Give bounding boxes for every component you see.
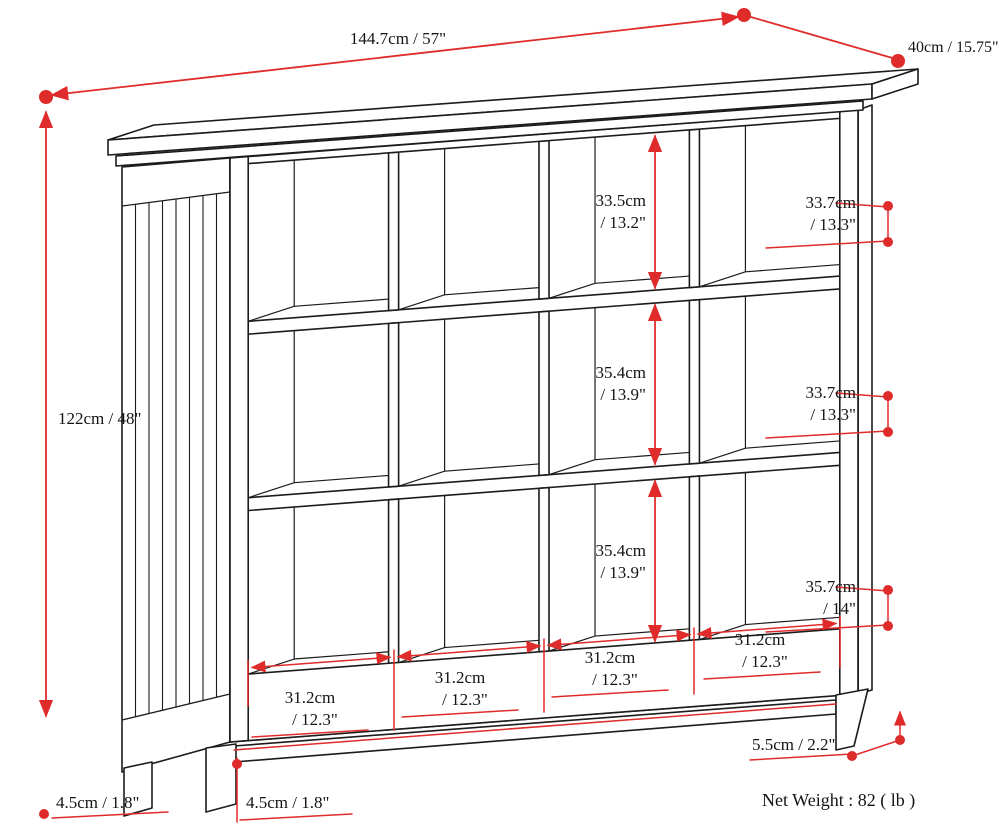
divider-front	[538, 486, 550, 653]
dim-depth-label: 40cm / 15.75"	[908, 39, 999, 56]
dim-cube-width-2	[396, 641, 542, 662]
cube-back-panel	[744, 465, 840, 626]
dim-right1-underline	[765, 240, 889, 249]
crown-right-side	[871, 68, 919, 100]
cube-back-panel	[444, 488, 539, 649]
cube-back-panel	[293, 499, 389, 660]
dim-dot	[39, 90, 53, 104]
dim-cube4-label-in: / 12.3"	[742, 652, 788, 671]
dim-cube2-label-cm: 31.2cm	[435, 668, 486, 687]
divider-front	[387, 151, 400, 312]
front-left-leg	[205, 743, 237, 813]
dim-dot	[883, 391, 893, 401]
dim-right3-label-in: / 14"	[823, 599, 856, 618]
dim-cube2-label-in: / 12.3"	[442, 690, 488, 709]
dim-row1-label-in: / 13.2"	[600, 213, 646, 232]
dim-depth-line	[743, 14, 897, 60]
dim-right1-leader	[835, 202, 889, 208]
dim-dot	[39, 809, 49, 819]
dim-cube3-label-cm: 31.2cm	[585, 648, 636, 667]
cube-back-panel	[444, 311, 539, 472]
cube-floor-edge	[248, 305, 295, 322]
divider-front	[688, 475, 701, 642]
dim-height-label: 122cm / 48"	[58, 409, 141, 428]
dim-dot	[883, 427, 893, 437]
dim-dot	[883, 585, 893, 595]
dim-row3-label-cm: 35.4cm	[595, 541, 646, 560]
right-side-panel	[857, 104, 873, 695]
dim-dot	[891, 54, 905, 68]
dim-cube4-label-cm: 31.2cm	[735, 630, 786, 649]
cube-back-panel	[444, 141, 539, 296]
divider-front	[538, 310, 550, 477]
dim-cube-label-underline	[551, 689, 669, 698]
dim-toe-leader	[851, 739, 901, 757]
cube-back-panel	[594, 300, 690, 461]
dim-leg2-underline	[239, 813, 353, 821]
left-stile	[229, 155, 250, 743]
dim-width-label: 144.7cm / 57"	[350, 29, 446, 48]
dim-right2-underline	[765, 430, 889, 439]
back-left-leg	[123, 761, 153, 817]
cube-floor-edge	[248, 482, 295, 498]
dim-toe-label: 5.5cm / 2.2"	[752, 735, 835, 754]
divider-front	[387, 498, 400, 665]
dim-cube1-label-in: / 12.3"	[292, 710, 338, 729]
cube-floor-edge	[699, 447, 746, 464]
divider-front	[688, 298, 701, 465]
dim-cube-width-1	[250, 652, 392, 673]
dim-cube-label-underline	[703, 671, 821, 680]
cube-floor-edge	[549, 459, 596, 475]
dim-dot	[847, 751, 857, 761]
cube-back-panel	[594, 129, 690, 284]
dim-right1-label-cm: 33.7cm	[805, 193, 856, 212]
dim-row1-label-cm: 33.5cm	[595, 191, 646, 210]
divider-front	[688, 128, 701, 289]
net-weight-label: Net Weight : 82 ( lb )	[762, 790, 915, 811]
dim-toe-underline	[749, 753, 853, 761]
dim-bottom-rail-line	[233, 703, 837, 751]
dim-right2-leader	[835, 392, 889, 398]
dim-cube1-label-cm: 31.2cm	[285, 688, 336, 707]
dim-leg1-underline	[51, 811, 169, 819]
divider-front	[387, 321, 400, 488]
bookcase-drawing	[107, 68, 919, 817]
divider-front	[538, 139, 550, 300]
cube-back-panel	[744, 288, 840, 449]
dim-leg1-label: 4.5cm / 1.8"	[56, 793, 139, 812]
dim-cube-width-4	[696, 618, 838, 639]
crown-step	[115, 100, 864, 167]
cube-floor-edge	[549, 282, 596, 299]
dim-right1-label-in: / 13.3"	[810, 215, 856, 234]
dim-cube-width-3	[546, 629, 692, 651]
dim-leg2-label: 4.5cm / 1.8"	[246, 793, 329, 812]
dim-row2-label-in: / 13.9"	[600, 385, 646, 404]
dim-dot	[895, 735, 905, 745]
dim-cube3-label-in: / 12.3"	[592, 670, 638, 689]
dim-cube-label-underline	[401, 709, 519, 718]
dim-dot	[737, 8, 751, 22]
right-leg	[835, 688, 869, 751]
dim-right2-label-in: / 13.3"	[810, 405, 856, 424]
dim-width-line	[50, 11, 740, 101]
dim-row3-label-in: / 13.9"	[600, 563, 646, 582]
cube-floor-edge	[398, 470, 445, 487]
dim-cube-label-underline	[251, 729, 369, 738]
dim-dot	[883, 621, 893, 631]
cube-back-panel	[594, 476, 690, 637]
cube-back-panel	[744, 118, 840, 273]
cube-back-panel	[293, 152, 389, 307]
cube-floor-edge	[398, 294, 445, 310]
dim-right3-label-cm: 35.7cm	[805, 577, 856, 596]
dim-dot	[883, 237, 893, 247]
dim-right3-leader	[835, 586, 889, 592]
dimension-overlay: 144.7cm / 57" 40cm / 15.75" 122cm / 48" …	[38, 8, 999, 823]
dim-row2-label-cm: 35.4cm	[595, 363, 646, 382]
dim-dot	[883, 201, 893, 211]
dim-right2-label-cm: 33.7cm	[805, 383, 856, 402]
dim-dot	[232, 759, 242, 769]
cube-floor-edge	[699, 271, 746, 287]
cube-back-panel	[293, 323, 389, 484]
